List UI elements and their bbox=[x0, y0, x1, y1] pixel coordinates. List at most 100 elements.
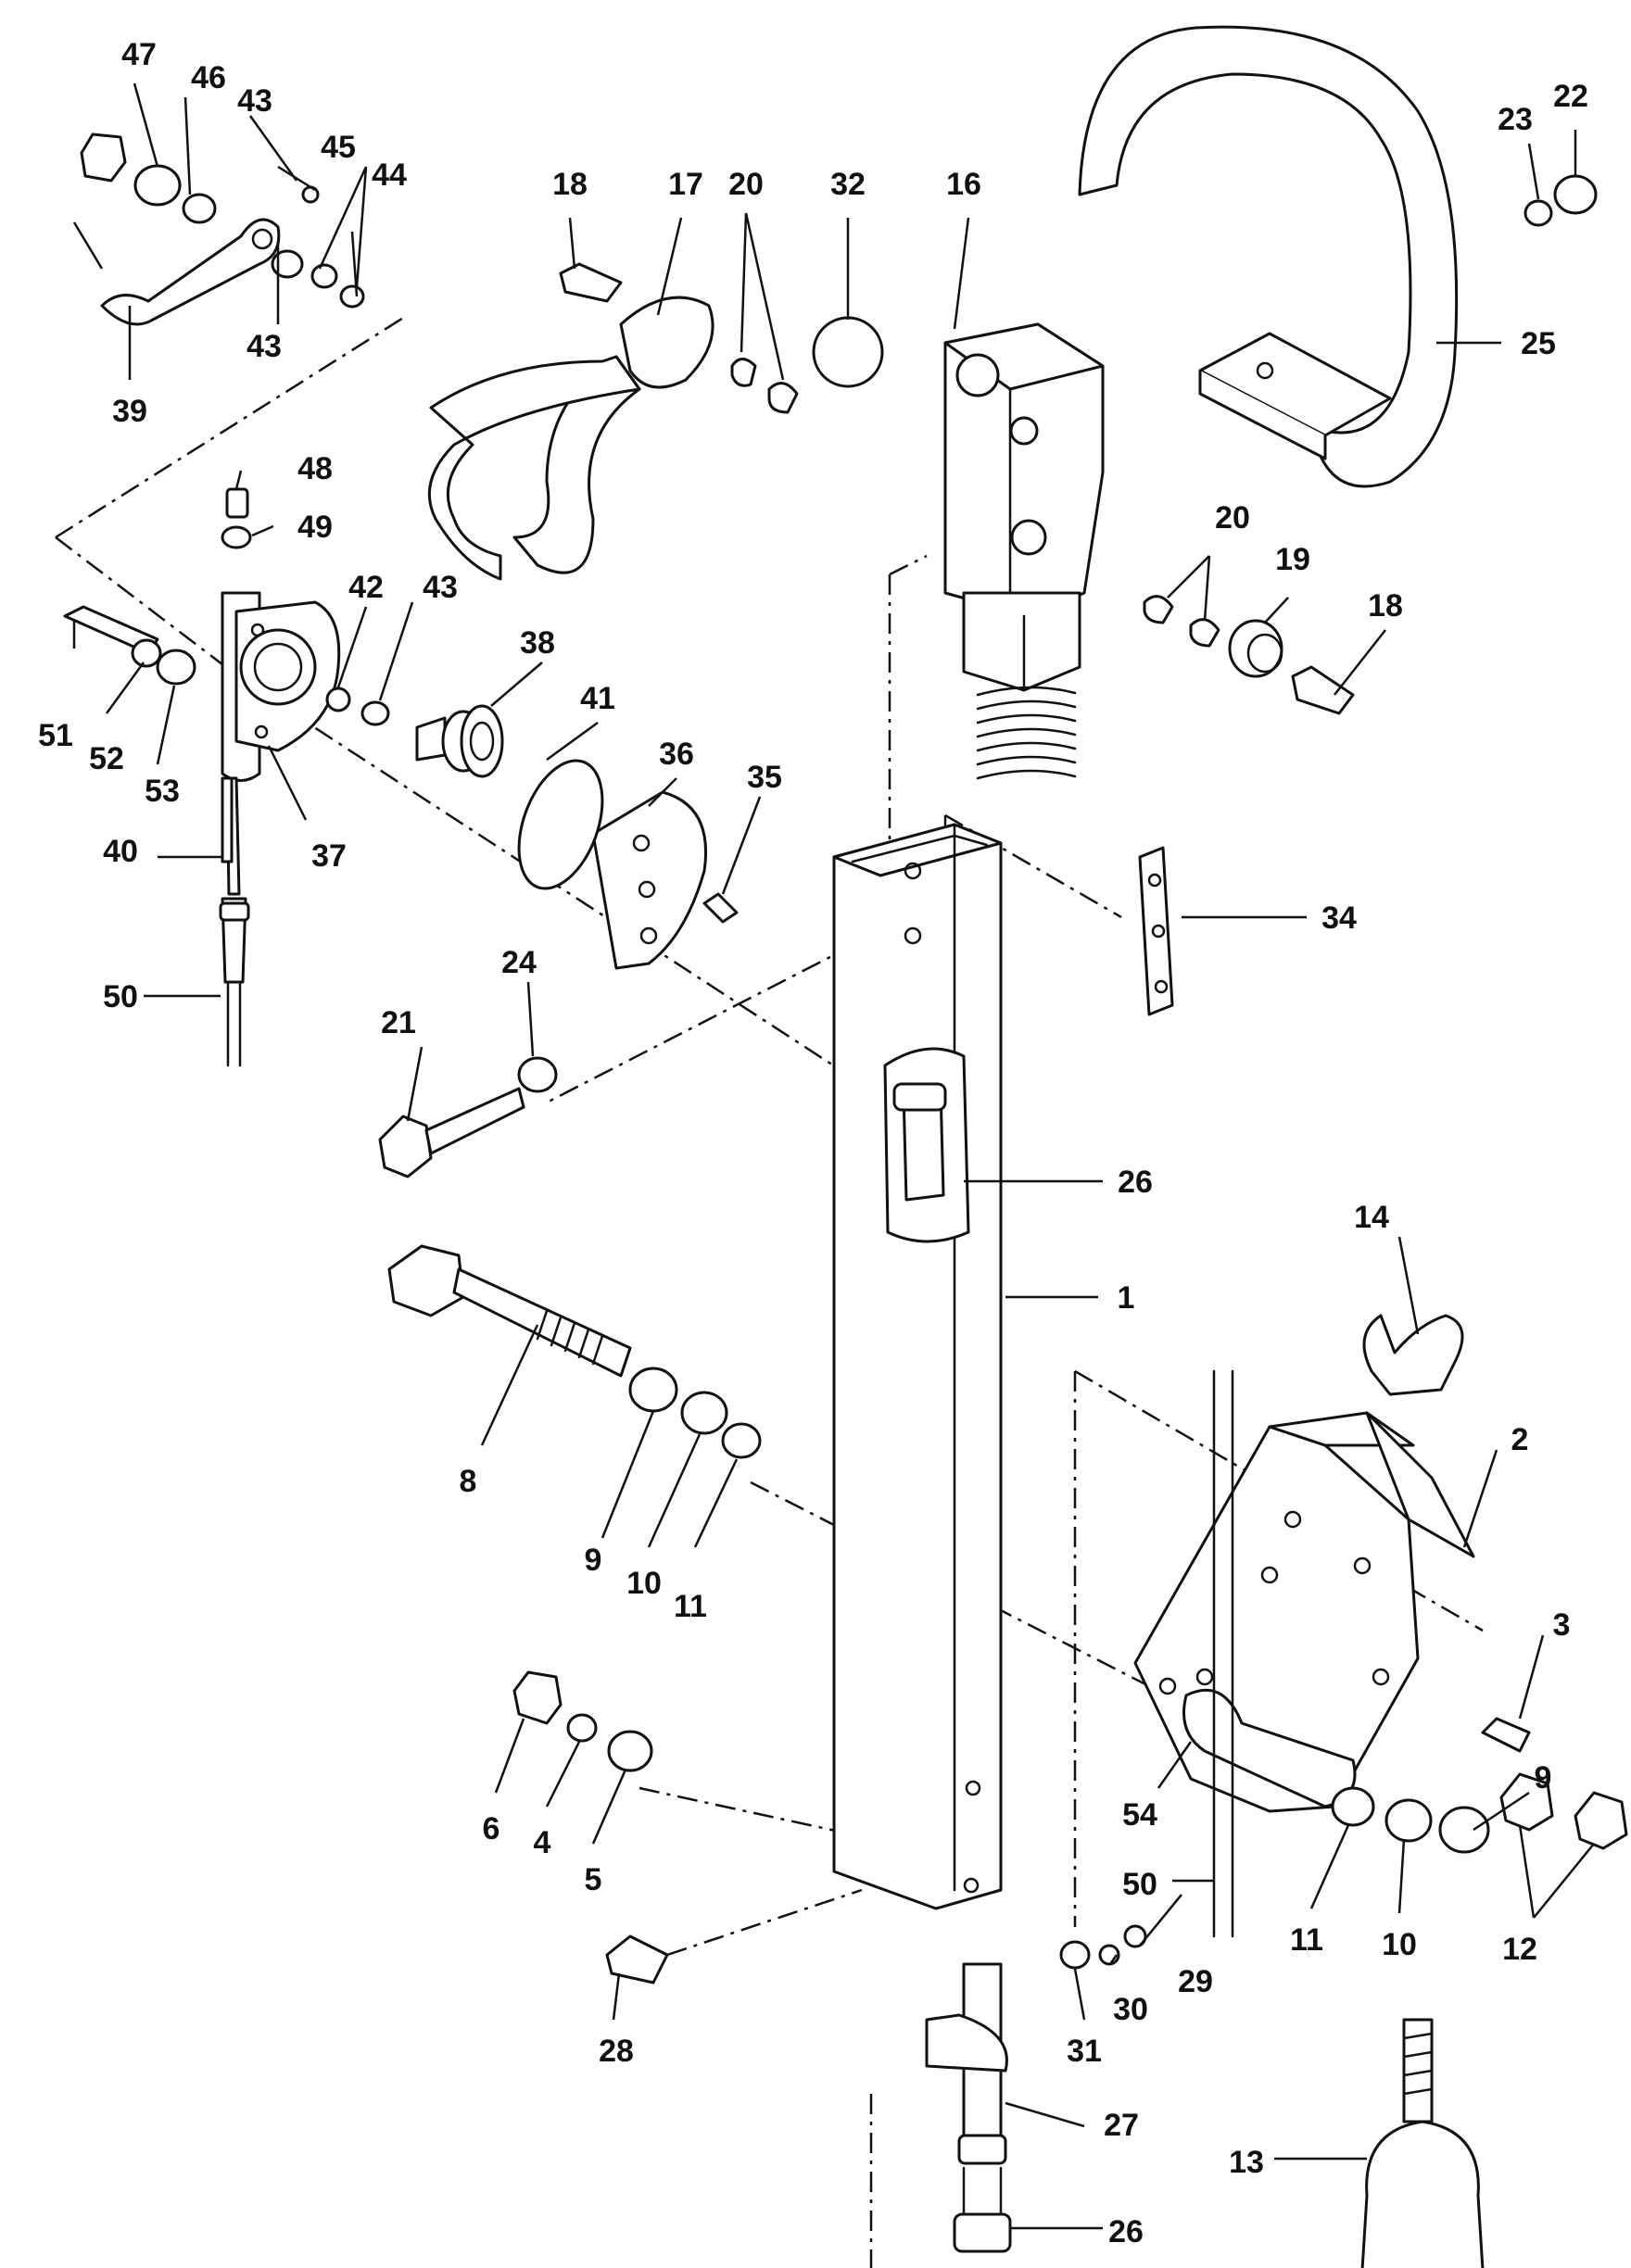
label-9: 9 bbox=[1535, 1760, 1552, 1796]
label-36: 36 bbox=[659, 737, 694, 772]
check-ball bbox=[812, 316, 884, 388]
label-26: 26 bbox=[1118, 1165, 1153, 1200]
adjustment-knob bbox=[415, 704, 504, 778]
label-22: 22 bbox=[1553, 79, 1588, 114]
pin-40 bbox=[221, 776, 234, 863]
washer-9b bbox=[1438, 1806, 1490, 1854]
clip-20b bbox=[767, 382, 799, 414]
foot-pad bbox=[1360, 2018, 1485, 2268]
label-37: 37 bbox=[311, 838, 347, 874]
screw-18b bbox=[1291, 665, 1355, 715]
label-30: 30 bbox=[1113, 1992, 1148, 2027]
label-10: 10 bbox=[626, 1566, 662, 1601]
label-23: 23 bbox=[1498, 102, 1533, 137]
nut-46 bbox=[133, 164, 182, 207]
spacer-bar bbox=[1138, 846, 1174, 1016]
label-32: 32 bbox=[830, 167, 866, 202]
label-8: 8 bbox=[460, 1464, 477, 1499]
washer-43a bbox=[182, 193, 217, 224]
label-47: 47 bbox=[121, 37, 157, 72]
label-54: 54 bbox=[1122, 1797, 1157, 1833]
set-screw-45 bbox=[301, 185, 320, 204]
nut-29 bbox=[1123, 1924, 1147, 1948]
screw-3 bbox=[1481, 1717, 1531, 1753]
label-4: 4 bbox=[534, 1825, 551, 1860]
label-19: 19 bbox=[1275, 542, 1310, 577]
nut-12a bbox=[1499, 1772, 1554, 1832]
screw-35 bbox=[702, 892, 739, 924]
nut-6 bbox=[512, 1670, 563, 1725]
label-45: 45 bbox=[321, 130, 356, 165]
label-46: 46 bbox=[191, 60, 226, 95]
washer-10a bbox=[680, 1391, 728, 1435]
cover-plate bbox=[591, 790, 707, 970]
label-38: 38 bbox=[520, 625, 555, 661]
label-2: 2 bbox=[1511, 1422, 1529, 1457]
label-35: 35 bbox=[747, 760, 782, 795]
label-39: 39 bbox=[112, 394, 147, 429]
screw-18a bbox=[559, 262, 623, 303]
label-9: 9 bbox=[585, 1543, 602, 1578]
clip-20c bbox=[1143, 595, 1174, 624]
label-51: 51 bbox=[38, 718, 73, 753]
nut-22 bbox=[1553, 174, 1598, 215]
hardware bbox=[63, 132, 1628, 1984]
clip-20a bbox=[730, 358, 757, 387]
label-48: 48 bbox=[297, 451, 333, 486]
label-16: 16 bbox=[946, 167, 981, 202]
pump-head bbox=[943, 322, 1105, 780]
label-43: 43 bbox=[237, 83, 272, 119]
part-labels: 47 46 43 45 44 43 39 18 17 20 32 16 23 2… bbox=[38, 37, 1588, 2249]
label-25: 25 bbox=[1521, 326, 1556, 361]
label-1: 1 bbox=[1118, 1280, 1135, 1316]
label-27: 27 bbox=[1104, 2108, 1139, 2143]
washer-10b bbox=[1384, 1798, 1433, 1843]
label-29: 29 bbox=[1178, 1964, 1213, 1999]
bolt-51 bbox=[63, 605, 159, 655]
lower-hose-fitting bbox=[925, 1962, 1012, 2253]
label-13: 13 bbox=[1229, 2145, 1264, 2180]
valve-bracket bbox=[221, 591, 341, 782]
washer-44a bbox=[310, 263, 338, 289]
label-5: 5 bbox=[585, 1862, 602, 1897]
washer-11a bbox=[721, 1422, 762, 1459]
label-41: 41 bbox=[580, 681, 615, 716]
label-14: 14 bbox=[1354, 1200, 1389, 1235]
label-40: 40 bbox=[103, 834, 138, 869]
nut-12b bbox=[1574, 1791, 1628, 1850]
washer-44b bbox=[339, 284, 365, 309]
label-3: 3 bbox=[1553, 1607, 1571, 1643]
washer-11b bbox=[1331, 1786, 1375, 1827]
label-20: 20 bbox=[1215, 500, 1250, 536]
wing-nut bbox=[1362, 1314, 1464, 1396]
label-43: 43 bbox=[247, 329, 282, 364]
washer-31 bbox=[1059, 1940, 1091, 1970]
washer-53 bbox=[156, 649, 196, 686]
washer-23 bbox=[1524, 199, 1553, 227]
label-6: 6 bbox=[483, 1811, 500, 1846]
hose-clamp bbox=[925, 2013, 1008, 2073]
clip-20d bbox=[1189, 618, 1220, 648]
nut-49 bbox=[221, 525, 252, 549]
label-24: 24 bbox=[501, 945, 537, 980]
washer-24 bbox=[517, 1056, 558, 1093]
handle-loop bbox=[1078, 25, 1459, 488]
label-12: 12 bbox=[1502, 1932, 1537, 1967]
leader-lines bbox=[72, 82, 1595, 2230]
label-11: 11 bbox=[674, 1589, 707, 1624]
bolt-long-21 bbox=[378, 1087, 525, 1178]
label-44: 44 bbox=[372, 158, 407, 193]
label-49: 49 bbox=[297, 510, 333, 545]
label-10: 10 bbox=[1382, 1927, 1417, 1962]
label-52: 52 bbox=[89, 741, 124, 776]
label-18: 18 bbox=[552, 167, 588, 202]
o-ring-large bbox=[517, 759, 604, 890]
release-rod bbox=[427, 296, 714, 581]
label-26: 26 bbox=[1108, 2214, 1144, 2249]
washer-43c bbox=[360, 700, 390, 726]
release-lever bbox=[100, 218, 281, 326]
label-34: 34 bbox=[1321, 901, 1357, 936]
washer-9a bbox=[628, 1367, 678, 1413]
label-53: 53 bbox=[145, 774, 180, 809]
